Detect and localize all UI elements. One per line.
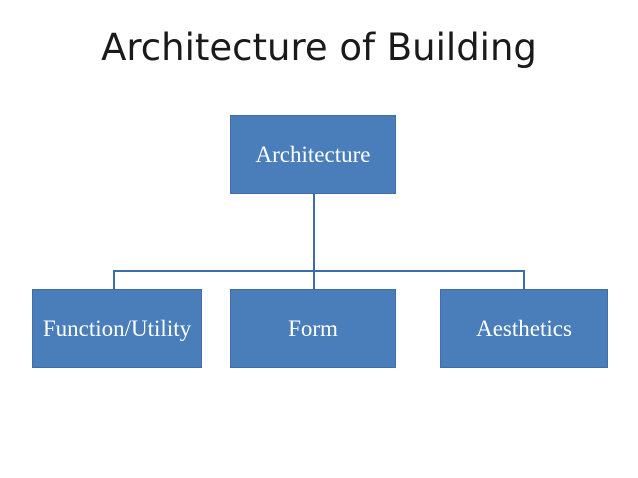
node-function-utility-label: Function/Utility [42, 315, 192, 341]
connector-horizontal-bus [113, 270, 525, 272]
node-function-utility[interactable]: Function/Utility [32, 289, 202, 368]
node-aesthetics-label: Aesthetics [476, 315, 572, 341]
connector-drop-function-utility [113, 270, 115, 291]
page-title: Architecture of Building [101, 26, 537, 69]
connector-root-stem [313, 194, 315, 291]
node-aesthetics[interactable]: Aesthetics [440, 289, 608, 368]
node-architecture[interactable]: Architecture [230, 115, 396, 194]
node-architecture-label: Architecture [255, 141, 371, 167]
node-form[interactable]: Form [230, 289, 396, 368]
connector-drop-aesthetics [523, 270, 525, 291]
node-form-label: Form [288, 315, 338, 341]
